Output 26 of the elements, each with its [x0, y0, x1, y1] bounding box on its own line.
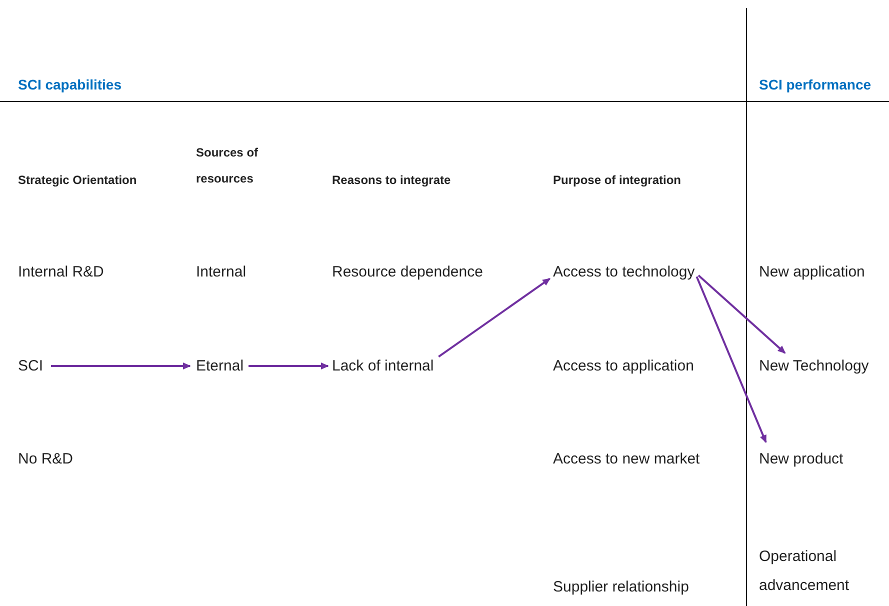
item-label: Access to technology: [553, 257, 695, 287]
arrow: [51, 362, 191, 370]
arrow: [698, 274, 786, 354]
column-heading: Strategic Orientation: [18, 172, 137, 189]
item-label: New product: [759, 444, 844, 474]
item-label: New application: [759, 262, 865, 282]
arrow: [438, 278, 551, 358]
column-heading: Purpose of integration: [553, 172, 682, 189]
arrow: [248, 362, 329, 370]
item-label: Eternal: [196, 351, 244, 381]
item-label: Supplier relationship: [553, 577, 689, 598]
item-label: No R&D: [18, 449, 74, 470]
section-heading: SCI capabilities: [18, 75, 122, 94]
item-label: Resource dependence: [332, 262, 483, 282]
item-label: Access to new market: [553, 449, 700, 470]
item-label: Internal: [196, 262, 246, 282]
item-label: Internal R&D: [18, 262, 104, 282]
item-label: Operational advancement: [759, 546, 850, 596]
column-heading: Reasons to integrate: [332, 172, 451, 189]
item-label: Lack of internal: [332, 351, 434, 381]
arrow: [696, 276, 767, 444]
item-label: New Technology: [759, 351, 869, 381]
column-heading: Sources of resources: [196, 144, 260, 188]
item-label: SCI: [18, 351, 44, 381]
section-heading: SCI performance: [759, 75, 872, 94]
item-label: Access to application: [553, 356, 694, 376]
